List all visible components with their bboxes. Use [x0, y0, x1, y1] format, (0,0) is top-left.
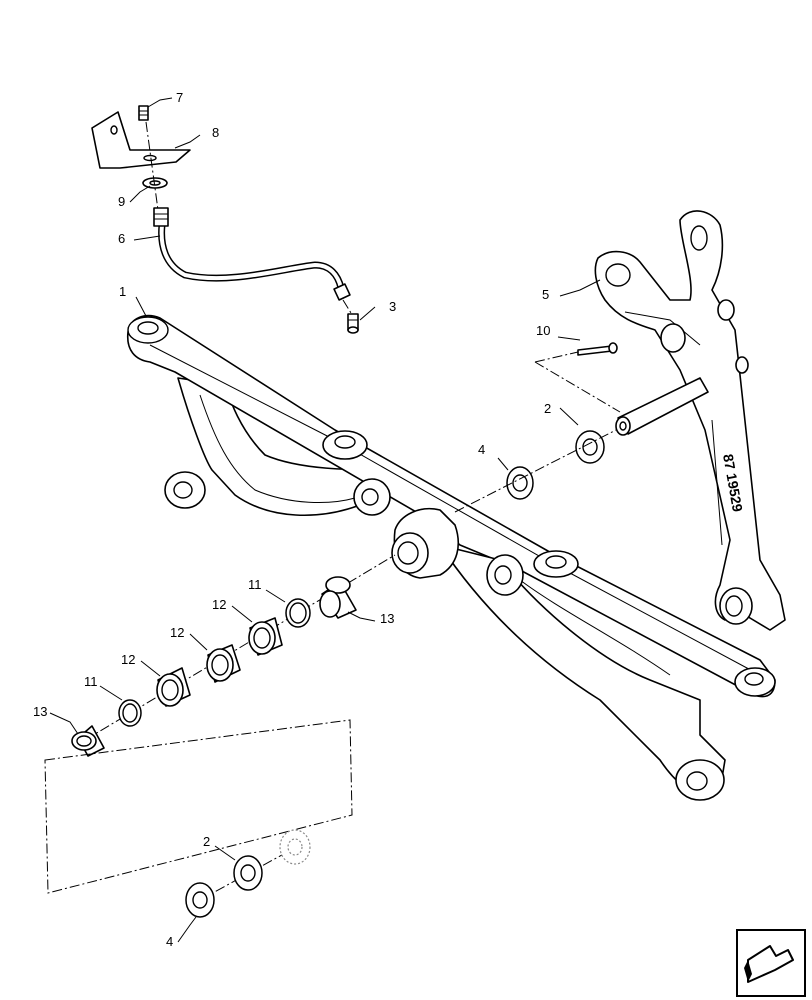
shim-lower	[185, 882, 215, 918]
needle-bearing-3	[156, 667, 191, 707]
axle-beam	[126, 314, 776, 801]
center-line-kingpin	[454, 429, 617, 513]
washer-lower	[233, 855, 263, 891]
callout-3: 3	[389, 299, 396, 314]
needle-bearing-2	[206, 644, 241, 683]
needle-bearing-1	[248, 617, 283, 656]
callout-8: 8	[212, 125, 219, 140]
bolt	[534, 342, 618, 363]
washer-right-thrust	[575, 430, 605, 464]
callout-2: 2	[203, 834, 210, 849]
snap-ring-lower	[118, 699, 142, 727]
lock-nut	[142, 177, 168, 189]
callout-12: 12	[212, 597, 226, 612]
callout-10: 10	[536, 323, 550, 338]
arrow-left-icon[interactable]	[736, 929, 806, 997]
callout-12: 12	[170, 625, 184, 640]
lube-bracket	[91, 111, 191, 169]
center-line-bolt	[534, 361, 621, 413]
grease-fitting	[138, 105, 149, 121]
center-line-hose	[342, 299, 352, 314]
center-line-fitting	[145, 121, 159, 211]
callout-4: 4	[478, 442, 485, 457]
steering-arm: 87 19529	[594, 210, 786, 631]
callout-13: 13	[33, 704, 47, 719]
callout-9: 9	[118, 194, 125, 209]
callout-11: 11	[248, 577, 262, 592]
leader-lines	[49, 97, 601, 943]
elbow-fitting	[347, 313, 359, 334]
shim-right	[506, 466, 534, 500]
washer-lower-alternate	[279, 829, 311, 865]
hydraulic-hose	[153, 207, 351, 301]
alternate-parts-frame	[44, 719, 353, 894]
callout-5: 5	[542, 287, 549, 302]
callout-1: 1	[119, 284, 126, 299]
bushing-upper	[319, 576, 357, 619]
callout-7: 7	[176, 90, 183, 105]
callout-4: 4	[166, 934, 173, 949]
snap-ring-upper	[285, 598, 311, 628]
bushing-lower	[71, 725, 105, 757]
callout-13: 13	[380, 611, 394, 626]
callout-2: 2	[544, 401, 551, 416]
callout-11: 11	[84, 674, 98, 689]
callout-6: 6	[118, 231, 125, 246]
callout-12: 12	[121, 652, 135, 667]
